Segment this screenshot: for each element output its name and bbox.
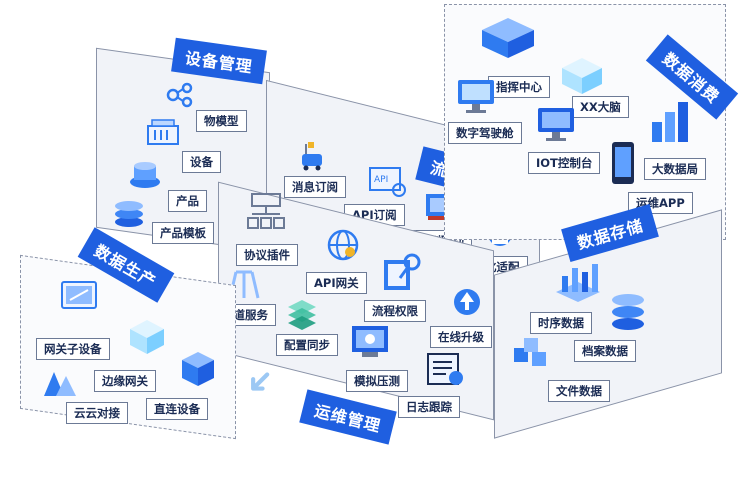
chip-online-upgrade: 在线升级: [430, 326, 492, 348]
iot-console-icon: [538, 108, 574, 141]
chip-timeseries-data: 时序数据: [530, 312, 592, 334]
chip-thing-model: 物模型: [196, 110, 247, 132]
chip-load-test: 模拟压测: [346, 370, 408, 392]
chip-api-gateway: API网关: [306, 272, 367, 294]
chip-log-trace: 日志跟踪: [398, 396, 460, 418]
edge-gateway-icon: [130, 320, 164, 354]
online-upgrade-icon: [454, 289, 480, 315]
big-data-bureau-icon: [652, 102, 688, 142]
chip-product: 产品: [168, 190, 207, 212]
chip-big-data-bureau: 大数据局: [644, 158, 706, 180]
product-icon: [130, 162, 160, 188]
brain-icon: [562, 58, 602, 94]
chip-process-permission: 流程权限: [364, 300, 426, 322]
file-data-icon: [514, 338, 546, 366]
network-icon: [166, 82, 193, 108]
chip-gateway-sub-device: 网关子设备: [36, 338, 110, 360]
ops-app-icon: [612, 142, 634, 184]
chip-iot-console: IOT控制台: [528, 152, 601, 174]
timeseries-data-icon: [556, 264, 600, 302]
chip-command-center: 指挥中心: [488, 76, 550, 98]
chip-brain: XX大脑: [572, 96, 629, 118]
chip-archive-data: 档案数据: [574, 340, 636, 362]
device-icon: [147, 119, 179, 145]
protocol-plugin-icon: [247, 193, 285, 229]
log-trace-icon: [427, 353, 463, 385]
product-template-icon: [115, 201, 143, 227]
chip-product-template: 产品模板: [152, 222, 214, 244]
gateway-sub-device-icon: [61, 281, 97, 309]
chip-config-sync: 配置同步: [276, 334, 338, 356]
chip-cloud-to-cloud: 云云对接: [66, 402, 128, 424]
chip-digital-cockpit: 数字驾驶舱: [448, 122, 522, 144]
load-test-icon: [352, 326, 388, 357]
chip-edge-gateway: 边缘网关: [94, 370, 156, 392]
arrow-icon: ➜: [236, 357, 285, 407]
cloud-to-cloud-icon: [44, 372, 76, 396]
command-center-icon: [482, 18, 534, 58]
direct-device-icon: [182, 352, 214, 386]
config-sync-icon: [288, 300, 316, 330]
api-gateway-icon: [327, 229, 359, 261]
archive-data-icon: [612, 294, 644, 330]
svg-text:API: API: [374, 175, 388, 185]
api-subscribe-icon: API: [369, 167, 406, 197]
process-permission-icon: [384, 253, 421, 290]
digital-cockpit-icon: [458, 80, 494, 113]
chip-direct-device: 直连设备: [146, 398, 208, 420]
chip-device: 设备: [182, 151, 221, 173]
message-subscribe-icon: [302, 142, 322, 171]
ops-mgmt-title: 运维管理: [299, 389, 397, 445]
chip-protocol-plugin: 协议插件: [236, 244, 298, 266]
chip-file-data: 文件数据: [548, 380, 610, 402]
chip-message-subscribe: 消息订阅: [284, 176, 346, 198]
